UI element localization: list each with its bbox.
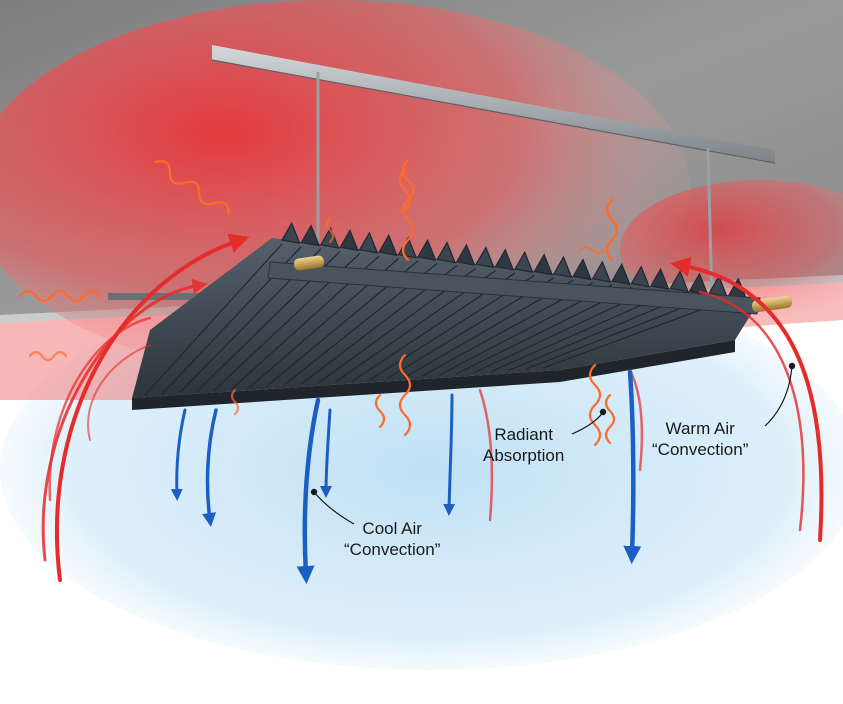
radiant-label-line1: Radiant bbox=[494, 425, 553, 444]
squiggle-wave-icon bbox=[588, 363, 602, 447]
panel-fin bbox=[649, 267, 670, 290]
cool-air-arrows bbox=[170, 369, 642, 584]
cool-label-line1: Cool Air bbox=[362, 519, 422, 538]
squiggle-wave-icon bbox=[401, 158, 415, 262]
panel-fin bbox=[630, 265, 651, 288]
warm-air-convection-label: Warm Air “Convection” bbox=[652, 418, 748, 460]
warm-leader bbox=[764, 365, 793, 427]
squiggle-wave-icon bbox=[374, 393, 386, 429]
red-curved-arrow-icon bbox=[48, 316, 152, 502]
panel-fin bbox=[436, 241, 457, 264]
blue-down-arrow-icon bbox=[320, 408, 333, 498]
squiggle-wave-icon bbox=[578, 245, 606, 255]
warm-label-line1: Warm Air bbox=[665, 419, 735, 438]
panel-fin-edge bbox=[542, 299, 729, 369]
red-curved-arrow-icon bbox=[54, 233, 250, 582]
warm-label-line2: “Convection” bbox=[652, 440, 749, 459]
panel-fin bbox=[339, 229, 359, 252]
radiant-label-line2: Absorption bbox=[483, 446, 565, 465]
panel-fin bbox=[591, 260, 612, 283]
squiggle-wave-icon bbox=[325, 216, 335, 244]
radiant-leader-dot bbox=[599, 408, 607, 416]
red-curved-arrow-icon bbox=[41, 278, 208, 562]
squiggle-wave-icon bbox=[18, 289, 102, 303]
red-curved-arrow-icon bbox=[478, 388, 494, 522]
blue-down-arrow-icon bbox=[202, 408, 218, 527]
panel-fin bbox=[669, 270, 690, 293]
red-curved-arrow-icon bbox=[698, 290, 805, 532]
cool-air-convection-label: Cool Air “Convection” bbox=[344, 518, 440, 560]
hanger-rod-right bbox=[706, 147, 714, 306]
warm-air-arrows bbox=[41, 233, 824, 582]
callout-leaders bbox=[310, 362, 796, 525]
panel-fin bbox=[533, 253, 554, 276]
squiggle-wave-icon bbox=[153, 160, 230, 215]
squiggle-wave-icon bbox=[230, 388, 240, 416]
red-curved-arrow-icon bbox=[628, 368, 644, 472]
squiggle-wave-icon bbox=[398, 353, 412, 437]
radiant-ceiling-panel bbox=[132, 221, 792, 410]
panel-fin bbox=[494, 248, 515, 271]
blue-down-arrow-icon bbox=[296, 397, 321, 584]
red-curved-arrow-icon bbox=[87, 344, 151, 441]
squiggle-wave-icon bbox=[604, 393, 616, 445]
panel-fin-edge bbox=[507, 294, 690, 372]
panel-fin bbox=[281, 221, 301, 244]
pipe-end-right bbox=[752, 295, 792, 313]
cool-leader bbox=[313, 491, 355, 525]
radiant-waves bbox=[18, 158, 619, 447]
panel-fin-edge bbox=[525, 296, 710, 370]
panel-fin bbox=[514, 250, 534, 273]
panel-fin bbox=[688, 272, 709, 295]
panel-fin bbox=[611, 262, 631, 286]
squiggle-wave-icon bbox=[28, 350, 68, 362]
panel-fin bbox=[378, 233, 398, 257]
red-curved-arrow-icon bbox=[670, 256, 824, 542]
blue-down-arrow-icon bbox=[623, 369, 642, 564]
panel-fin-edge bbox=[144, 243, 283, 396]
cool-label-line2: “Convection” bbox=[344, 540, 441, 559]
panel-fin bbox=[572, 258, 592, 281]
blue-down-arrow-icon bbox=[443, 393, 456, 516]
panel-fin bbox=[552, 255, 573, 278]
squiggle-wave-icon bbox=[398, 168, 412, 212]
blue-down-arrow-icon bbox=[170, 408, 187, 501]
cool-leader-dot bbox=[310, 488, 318, 496]
panel-fin bbox=[300, 224, 321, 247]
panel-fin bbox=[416, 238, 437, 261]
panel-fin bbox=[319, 226, 340, 249]
radiant-absorption-label: Radiant Absorption bbox=[483, 424, 564, 466]
panel-fin bbox=[475, 246, 495, 269]
panel-fin bbox=[358, 231, 379, 254]
warm-leader-dot bbox=[788, 362, 796, 370]
ceiling-rail bbox=[212, 45, 775, 163]
pipe-end-left bbox=[293, 255, 325, 271]
panel-fin bbox=[455, 243, 476, 266]
squiggle-wave-icon bbox=[605, 198, 619, 262]
